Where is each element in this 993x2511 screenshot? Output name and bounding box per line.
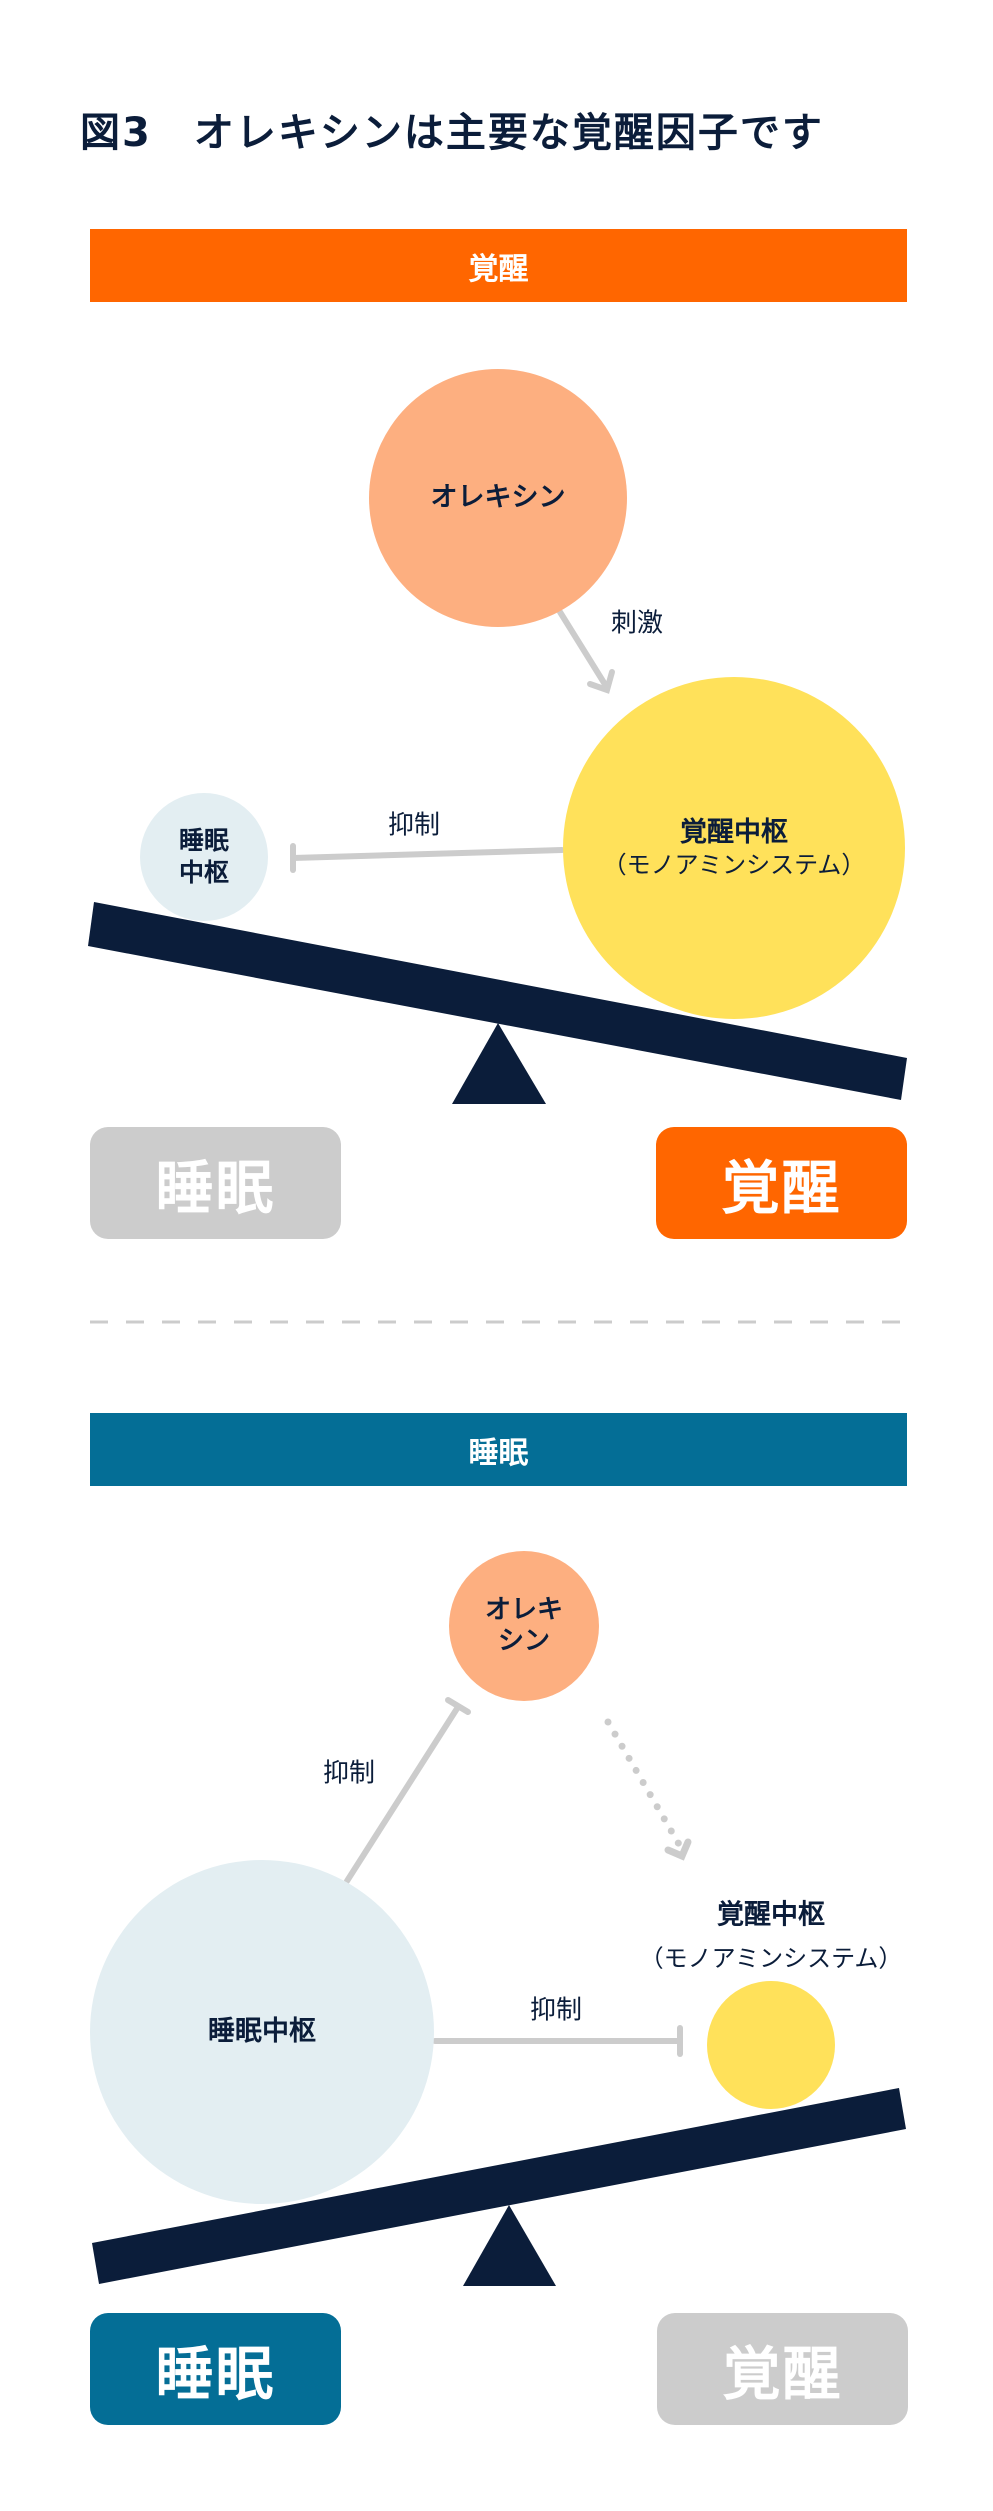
inhibit-wake-label: 抑制 bbox=[529, 1995, 583, 2026]
stimulate-label: 刺激 bbox=[610, 608, 664, 639]
wake-center-sublabel: （モノアミンシステム） bbox=[639, 1944, 903, 1973]
sleep-center-label: 睡眠中枢 bbox=[208, 2016, 316, 2048]
sleep-header-bar: 睡眠 bbox=[90, 1413, 907, 1486]
wake-center-sublabel: （モノアミンシステム） bbox=[602, 850, 866, 879]
dotted-arrow bbox=[604, 1718, 692, 1861]
stimulate-arrow bbox=[557, 609, 615, 694]
wake-center-circle-small bbox=[707, 1981, 835, 2109]
orexin-label-2: シン bbox=[497, 1626, 550, 1656]
inhibit-line-sleep bbox=[432, 2025, 683, 2057]
sleep-center-circle: 睡眠 中枢 bbox=[140, 793, 268, 921]
orexin-circle-small: オレキ シン bbox=[449, 1551, 599, 1701]
wake-label-active: 覚醒 bbox=[656, 1127, 907, 1239]
orexin-label: オレキシン bbox=[430, 482, 566, 514]
wake-header-bar: 覚醒 bbox=[90, 229, 907, 302]
fulcrum-sleep bbox=[463, 2205, 556, 2286]
sleep-label-inactive: 睡眠 bbox=[90, 1127, 341, 1239]
sleep-label-active: 睡眠 bbox=[90, 2313, 341, 2425]
orexin-circle: オレキシン bbox=[369, 369, 627, 627]
wake-center-circle: 覚醒中枢 （モノアミンシステム） bbox=[563, 677, 905, 1019]
wake-label-inactive: 覚醒 bbox=[657, 2313, 908, 2425]
wake-center-label: 覚醒中枢 bbox=[680, 816, 788, 848]
wake-center-label: 覚醒中枢 bbox=[717, 1899, 825, 1931]
inhibit-line-wake bbox=[290, 843, 565, 873]
inhibit-line-orexin bbox=[344, 1697, 471, 1884]
inhibit-orexin-label: 抑制 bbox=[322, 1758, 376, 1789]
sleep-center-label-1: 睡眠 bbox=[178, 825, 229, 855]
seesaw-beam-wake bbox=[88, 902, 907, 1100]
inhibit-label: 抑制 bbox=[387, 810, 441, 841]
sleep-center-label-2: 中枢 bbox=[178, 858, 229, 887]
figure-title: 図3 オレキシンは主要な覚醒因子です bbox=[80, 110, 824, 156]
sleep-center-circle-large: 睡眠中枢 bbox=[90, 1860, 434, 2204]
orexin-label-1: オレキ bbox=[484, 1594, 563, 1625]
fulcrum-wake bbox=[452, 1023, 546, 1104]
seesaw-beam-sleep bbox=[92, 2088, 906, 2284]
